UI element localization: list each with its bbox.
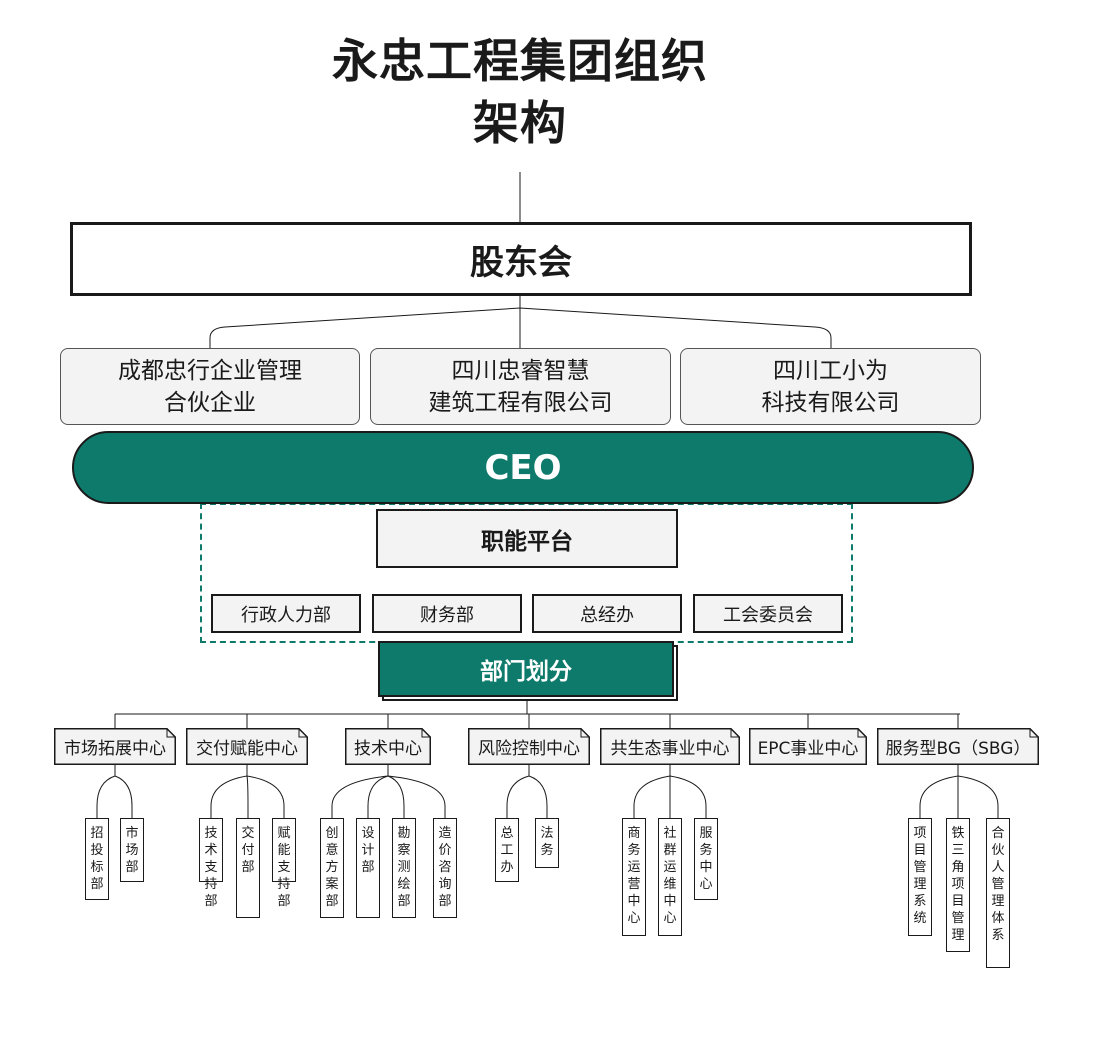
sub-department-0-1[interactable]: 市场部 xyxy=(120,818,144,882)
leaf-connector xyxy=(367,765,389,818)
center-box-shape xyxy=(345,728,431,765)
department-center-label: EPC事业中心 xyxy=(757,739,859,759)
sub-department-0-0[interactable]: 招投标部 xyxy=(85,818,109,900)
department-division-title[interactable]: 部门划分 xyxy=(378,641,674,697)
leaf-connector xyxy=(96,765,116,818)
center-box-shape xyxy=(749,728,867,765)
center-box-shape xyxy=(468,728,590,765)
center-box-shape xyxy=(186,728,308,765)
center-box-shape xyxy=(54,728,176,765)
sub-department-4-1[interactable]: 社群运维中心 xyxy=(658,818,682,936)
func-item-finance[interactable]: 财务部 xyxy=(372,594,522,633)
sub-department-1-2[interactable]: 赋能支持部 xyxy=(272,818,296,909)
leaf-connector xyxy=(919,765,959,818)
func-item-admin-hr[interactable]: 行政人力部 xyxy=(211,594,361,633)
func-item-labor-union[interactable]: 工会委员会 xyxy=(693,594,843,633)
leaf-connector xyxy=(387,765,446,818)
company-box-sichuan-zhongrui[interactable]: 四川忠睿智慧 建筑工程有限公司 xyxy=(370,348,671,425)
department-center-label: 共生态事业中心 xyxy=(610,739,730,759)
sub-department-1-0[interactable]: 技术支持部 xyxy=(199,818,223,909)
sub-department-6-0[interactable]: 项目管理系统 xyxy=(908,818,932,936)
leaf-connector xyxy=(387,765,405,818)
sub-department-4-2[interactable]: 服务中心 xyxy=(694,818,718,900)
center-box-shape xyxy=(600,728,740,765)
sub-department-2-3[interactable]: 造价咨询部 xyxy=(433,818,457,918)
department-center-0[interactable]: 市场拓展中心 xyxy=(54,728,176,765)
shareholders-meeting-box[interactable]: 股东会 xyxy=(70,222,972,296)
department-center-3[interactable]: 风险控制中心 xyxy=(468,728,590,765)
sub-department-6-2[interactable]: 合伙人管理体系 xyxy=(986,818,1010,968)
leaf-connector xyxy=(331,765,389,818)
department-center-label: 市场拓展中心 xyxy=(64,739,166,759)
leaf-connector xyxy=(114,765,133,818)
leaf-connector xyxy=(669,765,707,818)
function-platform-title[interactable]: 职能平台 xyxy=(376,509,678,568)
sub-department-6-1[interactable]: 铁三角项目管理 xyxy=(946,818,970,952)
department-center-label: 技术中心 xyxy=(354,739,422,759)
department-center-label: 交付赋能中心 xyxy=(196,739,298,759)
ceo-box[interactable]: CEO xyxy=(72,431,974,504)
leaf-connector xyxy=(633,765,671,818)
sub-department-2-2[interactable]: 勘察测绘部 xyxy=(392,818,416,918)
leaf-connector xyxy=(506,765,530,818)
leaf-connector xyxy=(957,765,999,818)
func-item-general-office[interactable]: 总经办 xyxy=(532,594,682,633)
shareholder-company-fan xyxy=(209,307,832,348)
sub-department-1-1[interactable]: 交付部 xyxy=(236,818,260,918)
sub-department-3-1[interactable]: 法务 xyxy=(535,818,559,868)
department-center-6[interactable]: 服务型BG（SBG） xyxy=(877,728,1039,765)
department-center-2[interactable]: 技术中心 xyxy=(345,728,431,765)
sub-department-2-0[interactable]: 创意方案部 xyxy=(320,818,344,918)
company-box-chengdu-zhonghang[interactable]: 成都忠行企业管理 合伙企业 xyxy=(60,348,360,425)
sub-department-4-0[interactable]: 商务运营中心 xyxy=(622,818,646,936)
department-center-5[interactable]: EPC事业中心 xyxy=(749,728,867,765)
sub-department-2-1[interactable]: 设计部 xyxy=(356,818,380,918)
center-box-shape xyxy=(877,728,1039,765)
department-center-label: 服务型BG（SBG） xyxy=(885,739,1031,759)
department-center-1[interactable]: 交付赋能中心 xyxy=(186,728,308,765)
company-box-sichuan-gongxiaowei[interactable]: 四川工小为 科技有限公司 xyxy=(680,348,981,425)
sub-department-3-0[interactable]: 总工办 xyxy=(495,818,519,882)
leaf-connector xyxy=(210,765,248,818)
chart-title: 永忠工程集团组织 架构 xyxy=(332,34,708,150)
department-center-label: 风险控制中心 xyxy=(478,739,580,759)
department-center-4[interactable]: 共生态事业中心 xyxy=(600,728,740,765)
leaf-connector xyxy=(528,765,548,818)
leaf-connector xyxy=(246,765,285,818)
